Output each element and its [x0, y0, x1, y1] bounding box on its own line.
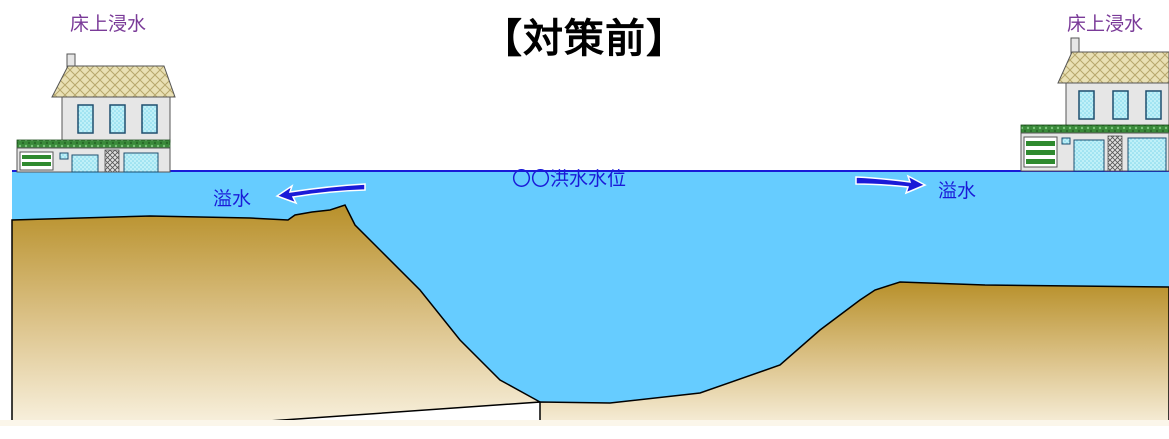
- house-right: [1020, 37, 1169, 172]
- flood-label-left: 床上浸水: [70, 13, 147, 35]
- ground-left: [11, 204, 543, 439]
- page-title: 【対策前】: [482, 16, 687, 62]
- flood-label-right: 床上浸水: [1067, 13, 1144, 35]
- ground-right: [539, 281, 1169, 439]
- overflow-arrow-left: [275, 183, 366, 205]
- overflow-label-left: 溢水: [213, 188, 252, 210]
- overflow-arrow-right: [855, 174, 927, 195]
- house-left: [16, 53, 176, 173]
- water-level-label: 〇〇洪水水位: [512, 168, 627, 190]
- flood-water: [12, 172, 1169, 403]
- overflow-label-right: 溢水: [938, 180, 977, 202]
